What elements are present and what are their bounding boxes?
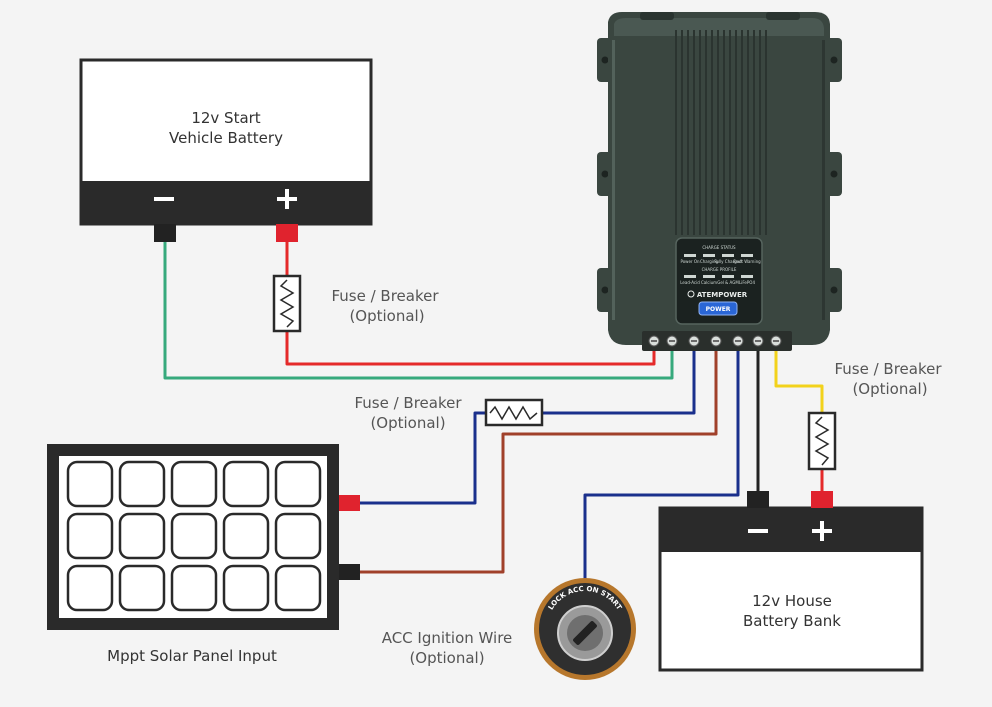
fuse-house-label-line2: (Optional) xyxy=(852,380,927,398)
blue-wire-fuse-to-charger xyxy=(542,345,696,415)
ignition-label-line1: ACC Ignition Wire xyxy=(382,629,513,647)
ignition-label-line2: (Optional) xyxy=(409,649,484,667)
fuse-start-label-line1: Fuse / Breaker xyxy=(331,287,439,305)
fuse-start-label-line2: (Optional) xyxy=(349,307,424,325)
profile-led-label-4: LiFePO4 xyxy=(739,280,755,285)
profile-led-label-1: Lead-Acid xyxy=(680,280,700,285)
start-battery-negative-terminal xyxy=(154,224,176,242)
charger-brand: ATEMPOWER xyxy=(697,291,748,299)
house-battery-negative-terminal xyxy=(747,491,769,508)
profile-led-label-3: Gel & AGM xyxy=(717,280,739,285)
fuse-solar-label-line2: (Optional) xyxy=(370,414,445,432)
brand-logo-icon xyxy=(687,290,695,298)
blue-wire-solar-positive xyxy=(360,411,486,505)
solar-panel xyxy=(47,444,360,630)
house-battery: 12v House Battery Bank xyxy=(658,491,924,672)
solar-cells xyxy=(66,460,322,612)
fuse-solar xyxy=(484,398,544,427)
ignition-switch: LOCK ACC ON START xyxy=(534,578,636,680)
power-button-label: POWER xyxy=(706,306,731,313)
solar-negative-terminal xyxy=(339,564,360,580)
solar-positive-terminal xyxy=(339,495,360,511)
start-battery-plus-symbol xyxy=(277,189,297,209)
charger-display-panel: CHARGE STATUS Power On Charging Fully Ch… xyxy=(675,237,763,325)
charge-profile-leds xyxy=(684,275,753,278)
status-led-label-2: Charging xyxy=(700,259,719,264)
start-battery-positive-terminal xyxy=(276,224,298,242)
start-battery-title-line2: Vehicle Battery xyxy=(169,129,283,147)
green-wire-start-negative xyxy=(163,242,674,380)
charge-status-leds xyxy=(684,254,753,257)
profile-led-label-2: Calcium xyxy=(701,280,717,285)
key-slot-icon xyxy=(573,621,597,645)
status-led-label-4: Fault Warning xyxy=(733,259,761,264)
status-led-label-1: Power On xyxy=(680,259,700,264)
wires xyxy=(163,242,824,597)
start-battery-minus-symbol xyxy=(154,197,174,201)
red-wire-fuse-to-charger xyxy=(285,331,656,366)
house-battery-positive-terminal xyxy=(811,491,833,508)
dc-dc-charger: CHARGE STATUS Power On Charging Fully Ch… xyxy=(597,12,842,351)
charge-status-title: CHARGE STATUS xyxy=(702,245,736,250)
fuse-start xyxy=(272,274,302,333)
charge-profile-title: CHARGE PROFILE xyxy=(702,267,737,272)
fuse-house-label-line1: Fuse / Breaker xyxy=(834,360,942,378)
charger-heatsink xyxy=(675,30,767,235)
yellow-wire-charger-to-fuse xyxy=(774,345,824,413)
house-battery-plus-symbol xyxy=(812,521,832,541)
brown-wire-solar-negative xyxy=(360,345,718,574)
house-battery-title-line2: Battery Bank xyxy=(743,612,841,630)
navy-wire-ignition xyxy=(583,345,740,597)
fuse-solar-label-line1: Fuse / Breaker xyxy=(354,394,462,412)
house-battery-minus-symbol xyxy=(748,529,768,533)
solar-panel-label: Mppt Solar Panel Input xyxy=(107,647,277,665)
status-led-label-3: Fully Charged xyxy=(714,259,742,264)
house-battery-title-line1: 12v House xyxy=(752,592,832,610)
fuse-house xyxy=(807,411,837,471)
start-battery: 12v Start Vehicle Battery xyxy=(79,58,373,242)
power-button[interactable] xyxy=(698,301,738,316)
start-battery-title-line1: 12v Start xyxy=(191,109,260,127)
charger-terminal-block xyxy=(642,331,792,351)
